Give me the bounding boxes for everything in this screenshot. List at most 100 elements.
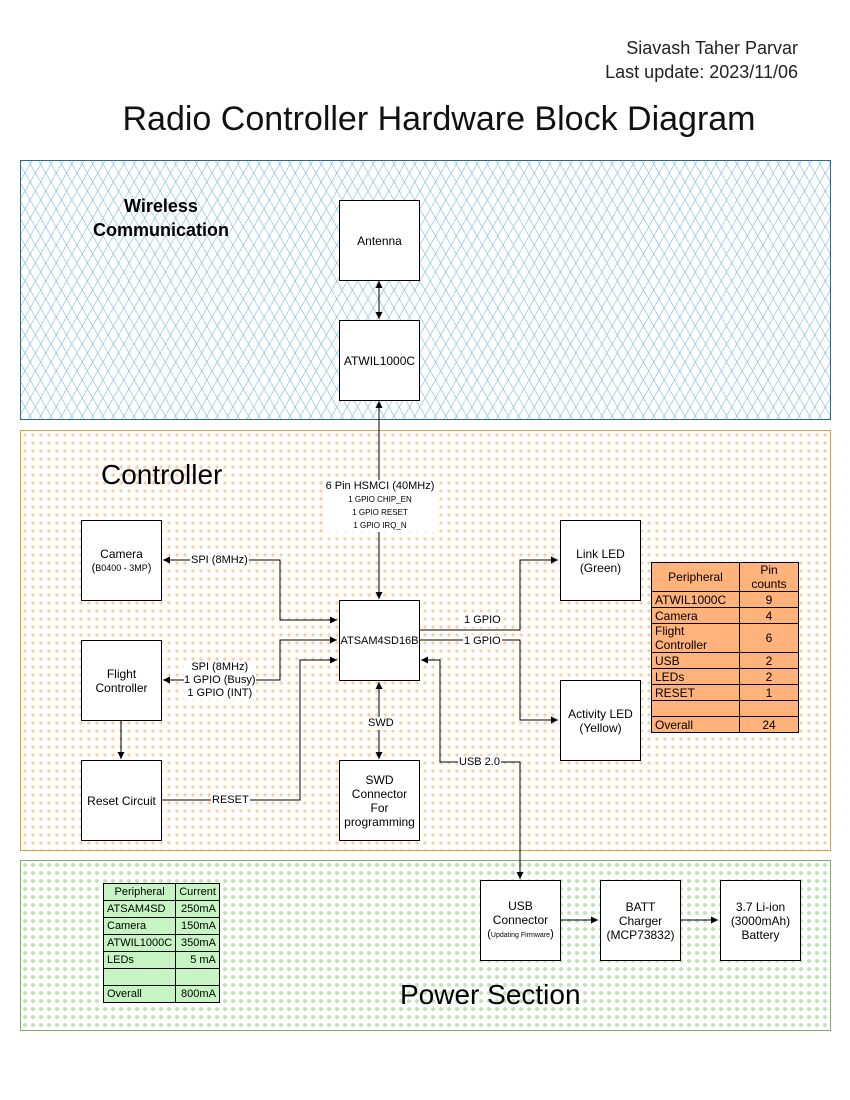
- antenna-label: Antenna: [357, 233, 402, 248]
- camera-model: B0400 - 3MP: [95, 562, 148, 573]
- cell: 5 mA: [175, 951, 220, 969]
- cell: 350mA: [175, 934, 220, 952]
- swd-connector-block: SWD Connector For programming: [339, 760, 420, 841]
- cell: LEDs: [651, 668, 740, 685]
- swd-label-line4: programming: [344, 814, 415, 829]
- camera-label: Camera: [100, 546, 143, 561]
- cell: ATWIL1000C: [651, 591, 740, 608]
- cell: 2: [739, 652, 799, 669]
- flight-label-line2: Controller: [95, 680, 148, 695]
- swd-label-line2: Connector: [351, 786, 408, 801]
- usb-connector-block: USB Connector (Updating Firmware): [480, 880, 561, 961]
- cell: 4: [739, 607, 799, 624]
- reset-connection-label: RESET: [211, 794, 250, 807]
- cell: ATSAM4SD: [102, 900, 177, 918]
- link-led-block: Link LED (Green): [560, 520, 641, 601]
- cell: 2: [739, 668, 799, 685]
- chip-en-label: 1 GPIO CHIP_EN: [348, 495, 412, 504]
- cell: [102, 968, 177, 986]
- table-header-row: Peripheral Pin counts: [651, 562, 799, 592]
- activity-led-color: (Yellow): [579, 720, 622, 735]
- wire-mcu-usb: [421, 656, 524, 879]
- activity-led-label: Activity LED: [568, 706, 633, 721]
- flight-connection-labels: SPI (8MHz) 1 GPIO (Busy) 1 GPIO (INT): [184, 661, 256, 700]
- cell: [175, 968, 220, 986]
- battery-label-line1: 3.7 Li-ion: [735, 899, 786, 914]
- cell: 150mA: [175, 917, 220, 935]
- wireless-label-line2: Communication: [92, 220, 229, 240]
- cell: Overall: [102, 985, 177, 1003]
- battery-label-line2: (3000mAh): [730, 913, 791, 928]
- cell: ATWIL1000C: [102, 934, 177, 952]
- cell: USB: [651, 652, 740, 669]
- charger-label: BATT Charger: [618, 899, 663, 928]
- header-peripheral: Peripheral: [102, 883, 177, 901]
- header-current: Current: [175, 883, 220, 901]
- last-update: Last update: 2023/11/06: [605, 62, 798, 82]
- link-led-color: (Green): [579, 560, 622, 575]
- antenna-block: Antenna: [339, 200, 420, 281]
- irq-n-label: 1 GPIO IRQ_N: [353, 521, 407, 530]
- reset-circuit-block: Reset Circuit: [81, 760, 162, 841]
- table-row: [102, 968, 220, 986]
- header-pin-counts: Pin counts: [739, 562, 799, 592]
- cell: Flight Controller: [651, 623, 740, 653]
- cell: 800mA: [175, 985, 220, 1003]
- wire-mcu-activity-led: [420, 639, 558, 724]
- spi-camera-label: SPI (8MHz): [190, 554, 249, 567]
- cell: 24: [739, 716, 799, 733]
- activity-led-block: Activity LED (Yellow): [560, 680, 641, 761]
- hsmci-label-group: 6 Pin HSMCI (40MHz) 1 GPIO CHIP_EN 1 GPI…: [324, 480, 436, 532]
- gpio-activity-label: 1 GPIO: [463, 635, 502, 648]
- diagram-title: Radio Controller Hardware Block Diagram: [122, 100, 756, 138]
- link-led-label: Link LED: [576, 546, 625, 561]
- usb-label-line2: Connector: [492, 912, 549, 927]
- atwil-block: ATWIL1000C: [339, 320, 420, 401]
- cell: 250mA: [175, 900, 220, 918]
- swd-label-line1: SWD: [365, 772, 394, 787]
- table-row: [651, 700, 799, 717]
- author-name: Siavash Taher Parvar: [626, 38, 798, 58]
- wire-camera-mcu: [163, 556, 337, 624]
- swd-label-line3: For: [370, 800, 389, 815]
- reset-circuit-label: Reset Circuit: [87, 793, 156, 808]
- cell: 1: [739, 684, 799, 701]
- mcu-label: ATSAM4SD16B: [340, 634, 419, 647]
- swd-connection-label: SWD: [367, 717, 395, 730]
- gpio-link-label: 1 GPIO: [463, 614, 502, 627]
- wireless-section: Wireless Communication: [20, 160, 831, 420]
- cell: Overall: [651, 716, 740, 733]
- power-section-label: Power Section: [400, 979, 581, 1010]
- spi-flight-label: SPI (8MHz): [191, 661, 249, 673]
- usb-label-line3: Updating Firmware: [490, 931, 551, 939]
- atwil-label: ATWIL1000C: [343, 353, 416, 368]
- battery-charger-block: BATT Charger (MCP73832): [600, 880, 681, 961]
- cell: Camera: [651, 607, 740, 624]
- cell: [651, 700, 740, 717]
- charger-model: (MCP73832): [606, 927, 675, 942]
- flight-controller-block: Flight Controller: [81, 640, 162, 721]
- table-header-row: Peripheral Current: [102, 883, 220, 901]
- usb-connection-label: USB 2.0: [458, 756, 501, 769]
- hsmci-label: 6 Pin HSMCI (40MHz): [325, 480, 435, 492]
- usb-label-line1: USB: [508, 898, 533, 913]
- flight-label-line1: Flight: [106, 666, 137, 681]
- cell: [739, 700, 799, 717]
- gpio-int-label: 1 GPIO (INT): [187, 687, 253, 699]
- gpio-busy-label: 1 GPIO (Busy): [184, 674, 256, 686]
- cell: Camera: [102, 917, 177, 935]
- cell: LEDs: [102, 951, 177, 969]
